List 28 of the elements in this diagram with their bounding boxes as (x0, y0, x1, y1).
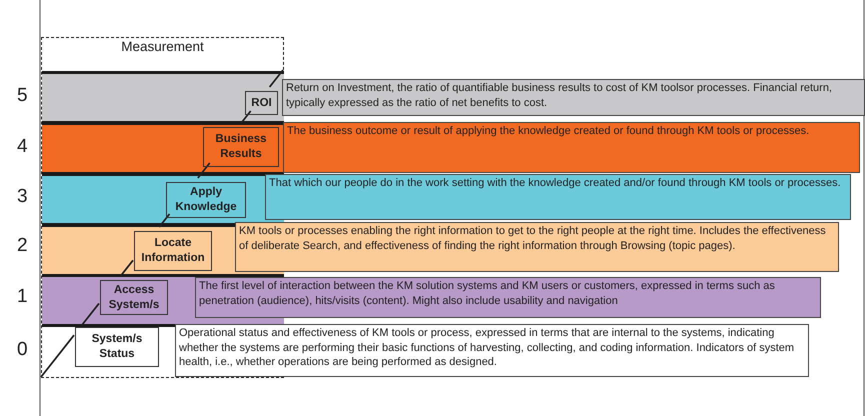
connector-line (80, 302, 100, 327)
level-number: 5 (17, 85, 28, 107)
description-box: That which our people do in the work setting with the knowledge created and/or found through KM tools or processes. (265, 174, 851, 220)
level-number: 1 (17, 286, 28, 308)
description-box: Return on Investment, the ratio of quantifiable business results to cost of KM toolsor processes. Financial return, typically expressed as the ratio of net benefits to cost. (282, 79, 865, 116)
step-box: System/s Status (75, 327, 159, 367)
level-band (42, 71, 284, 124)
connector-line (120, 260, 134, 277)
description-box: KM tools or processes enabling the right information to get to the right people at the right time. Includes the effectiveness of deliberate Search, and effectiveness of finding the right information through Browsing (topic pages). (235, 222, 839, 272)
step-box: ROI (245, 91, 278, 115)
connector-line (240, 110, 252, 124)
level-number: 3 (17, 186, 28, 208)
step-box: Apply Knowledge (166, 182, 246, 218)
description-box: The first level of interaction between the KM solution systems and KM users or customers, expressed in terms such as penetration (audience), hits/visits (content). Might also include usability and navigation (195, 277, 821, 318)
level-number: 0 (17, 339, 28, 361)
description-box: Operational status and effectiveness of KM tools or process, expressed in terms that are internal to the systems, indicating whether the systems are performing their basic functions of harvesting, collecting, and coding information. Indicators of system health, i.e., whether operations are being performed as designed. (175, 324, 809, 377)
level-number: 2 (17, 235, 28, 257)
connector-line (268, 69, 284, 88)
frame-heading: Measurement (121, 39, 204, 54)
level-number: 4 (17, 136, 28, 158)
step-box: Business Results (203, 127, 279, 167)
step-box: Access System/s (100, 280, 168, 315)
connector-line (197, 162, 210, 179)
step-box: Locate Information (134, 231, 212, 271)
connector-line (158, 213, 170, 228)
description-box: The business outcome or result of applying the knowledge created or found through KM tools or processes. (283, 122, 860, 173)
level-band (42, 122, 284, 175)
connector-line (40, 334, 75, 378)
